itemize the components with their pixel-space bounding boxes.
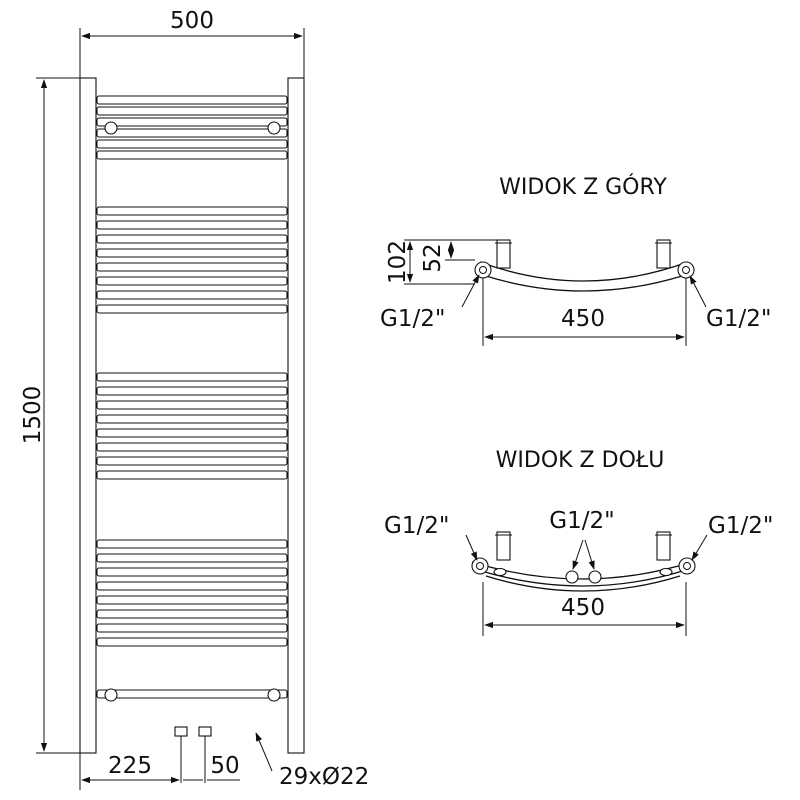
radiator-tube [96,581,288,591]
radiator-tube [96,567,288,577]
connector-right-leader [689,275,707,308]
radiator-tube [96,117,288,127]
bottom-plug-left [493,567,507,577]
width-dimension-label: 500 [170,8,214,34]
tubes-leader-line [255,732,273,772]
bottom-connector-left-leader [465,534,478,561]
radiator-tube [96,595,288,605]
connector-right [677,261,695,279]
radiator-tube [96,206,288,216]
radiator-tube [96,442,288,452]
radiator-tube [96,304,288,314]
radiator-tube [96,470,288,480]
valve-right [198,726,212,783]
top-view: WIDOK Z GÓRY 102 52 G1/2" G1/2" 450 [380,174,771,346]
mount-hole-bottom-right [267,688,281,702]
radiator-tube [96,637,288,647]
top-view-title: WIDOK Z GÓRY [499,174,667,200]
radiator-tube [96,553,288,563]
radiator-tube [96,139,288,149]
connector-right-label: G1/2" [706,306,771,332]
offset-dimension-label: 225 [108,753,152,779]
radiator-tube [96,623,288,633]
bottom-connector-right-label: G1/2" [708,513,773,539]
wall-bracket-left [496,239,511,269]
radiator-tube [96,372,288,382]
connector-left [474,261,492,279]
radiator-tube [96,95,288,105]
radiator-tube [96,128,288,138]
radiator-tube [96,262,288,272]
bottom-connector-right-leader [691,534,708,561]
connector-left-label: G1/2" [380,306,445,332]
bottom-connector-left [471,557,489,575]
connector-left-leader [461,274,480,308]
radiator-body-lower-edge [485,275,683,292]
radiator-tube [96,400,288,410]
radiator-tube [96,456,288,466]
tube-bank [96,95,288,699]
front-view: 500 1500 225 50 29xØ22 [20,8,369,790]
radiator-tube [96,609,288,619]
left-collector [79,77,97,754]
radiator-tube [96,248,288,258]
tubes-count-label: 29xØ22 [279,764,369,790]
bottom-wall-bracket-left [496,531,511,561]
radiator-body-upper-edge [479,261,689,282]
radiator-tube [96,276,288,286]
top-width-dimension-label: 450 [561,306,605,332]
bottom-connector-right [678,557,696,575]
right-collector [287,77,305,754]
bottom-inlet-right [588,570,602,584]
bottom-width-dimension-label: 450 [561,595,605,621]
radiator-tube [96,539,288,549]
radiator-tube [96,150,288,160]
radiator-tube [96,290,288,300]
bottom-body-lower-edge [485,575,681,592]
valve-left [174,726,188,783]
radiator-tube [96,428,288,438]
bottom-view-title: WIDOK Z DOŁU [496,448,665,473]
bottom-view: WIDOK Z DOŁU G1/2" G1/2" G1/2" 450 [384,448,773,636]
bottom-inlet-left [565,570,579,584]
wall-bracket-right [656,239,671,269]
bottom-connector-center-leader-right [584,539,595,570]
radiator-tube [96,106,288,116]
bottom-plug-right [659,567,673,577]
mount-hole-top-right [267,121,281,135]
mount-hole-top-left [104,121,118,135]
height-dimension-label: 1500 [20,386,46,445]
mount-hole-bottom-left [104,688,118,702]
radiator-tube [96,689,288,699]
radiator-tube [96,386,288,396]
radiator-tube [96,414,288,424]
radiator-tube [96,220,288,230]
depth-dimension-label: 102 [385,240,411,284]
bottom-connector-center-leader-left [572,539,584,570]
bottom-wall-bracket-right [656,531,671,561]
radiator-tube [96,234,288,244]
bottom-body-mid-edge [477,569,687,587]
bottom-connector-center-label: G1/2" [549,508,614,534]
spacing-dimension-label: 50 [210,753,239,779]
wall-dimension-label: 52 [420,243,446,272]
bottom-connector-left-label: G1/2" [384,513,449,539]
